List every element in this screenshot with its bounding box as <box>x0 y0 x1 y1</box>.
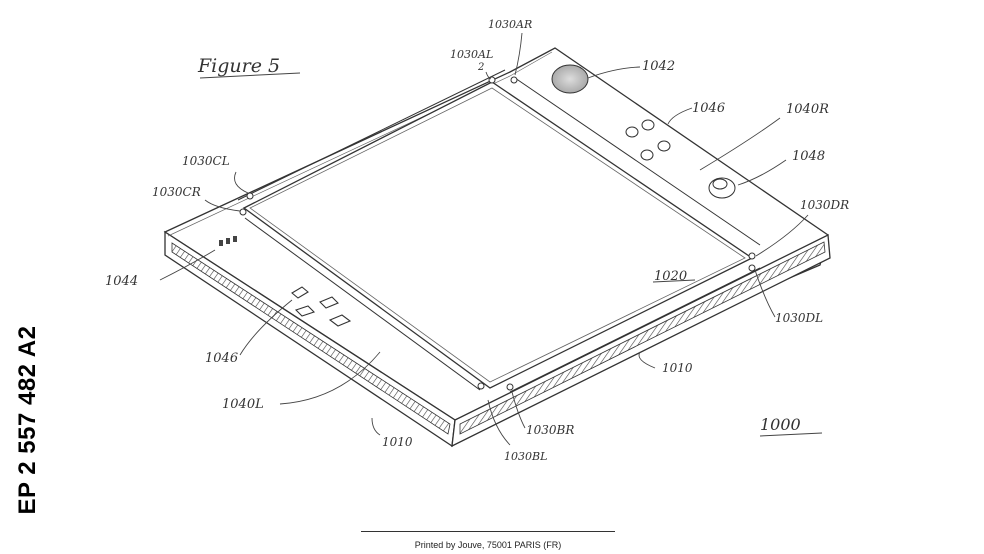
label-1048: 1048 <box>792 149 825 164</box>
label-1030AR: 1030AR <box>488 18 532 31</box>
label-1020: 1020 <box>654 269 687 284</box>
label-1030DL: 1030DL <box>775 311 823 325</box>
label-1042: 1042 <box>642 59 675 74</box>
label-1030CR: 1030CR <box>152 185 201 199</box>
latch-1030CR <box>240 209 246 215</box>
label-1030BL: 1030BL <box>504 450 547 463</box>
latch-1030DR <box>749 253 755 259</box>
latch-1030BL <box>478 383 484 389</box>
label-1010-right: 1010 <box>662 361 693 375</box>
label-1030AL: 1030AL <box>450 48 493 61</box>
latch-1030AR <box>511 77 517 83</box>
latch-1030DL <box>749 265 755 271</box>
label-1030DR: 1030DR <box>800 198 849 212</box>
printer-line: Printed by Jouve, 75001 PARIS (FR) <box>361 540 615 550</box>
label-1046-top: 1046 <box>692 101 725 116</box>
joystick-1048 <box>709 178 735 198</box>
label-1030AL-sub: 2 <box>477 62 484 73</box>
latch-1030CL <box>247 193 253 199</box>
speaker-1042 <box>552 65 588 93</box>
label-1000: 1000 <box>760 415 801 434</box>
label-1040R: 1040R <box>786 102 829 117</box>
label-1046-left: 1046 <box>205 351 238 366</box>
latch-1030BR <box>507 384 513 390</box>
label-1044: 1044 <box>105 274 138 289</box>
label-1010-bottom: 1010 <box>382 435 413 449</box>
footer-divider <box>361 531 615 532</box>
label-1040L: 1040L <box>222 397 264 412</box>
label-1030CL: 1030CL <box>182 154 230 168</box>
publication-number: EP 2 557 482 A2 <box>14 326 42 515</box>
figure-title: Figure 5 <box>197 55 280 77</box>
label-1030BR: 1030BR <box>526 423 574 437</box>
